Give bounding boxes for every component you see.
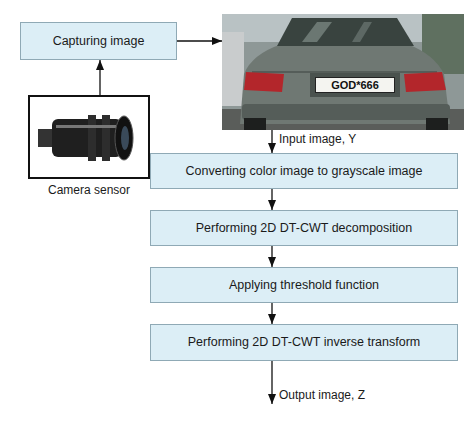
camera-body [52,119,122,157]
lens-ring [102,115,110,161]
body-highlight [56,125,116,128]
box-label: Performing 2D DT-CWT decomposition [196,221,413,236]
output-arrow [271,361,272,404]
wheel [426,118,448,130]
lens-ring [88,115,96,161]
wheel [244,118,266,130]
parked-car [222,32,244,106]
process-box: Converting color image to grayscale imag… [150,153,458,189]
lens-glass [121,126,129,150]
plate-holder [310,73,400,97]
photo-frame: Camera sensor [28,95,150,179]
car-body [240,44,450,124]
box-label: Applying threshold function [229,278,379,293]
process-box: Performing 2D DT-CWT decomposition [150,210,458,246]
window-reflection [352,22,372,42]
flow-arrow [99,60,100,95]
edge-label: Input image, Y [279,132,356,146]
photo-background [222,14,464,130]
tail-light [404,72,446,92]
box-label: Converting color image to grayscale imag… [186,164,423,179]
lens-front [115,116,133,160]
flow-arrow [271,246,272,267]
trunk-line [252,71,437,73]
flow-arrow [271,189,272,210]
rear-window [277,18,414,46]
process-box: Capturing image [20,22,177,60]
photo-background [30,97,148,177]
process-box: Performing 2D DT-CWT inverse transform [150,324,458,361]
camera-photo [30,97,148,177]
output-label: Output image, Z [279,388,365,402]
photo-caption: Camera sensor [48,183,130,197]
camera-connector [38,129,54,147]
process-box: Applying threshold function [150,267,458,303]
flow-arrow [177,40,222,41]
car-photo [222,14,464,130]
box-label: Capturing image [53,34,145,49]
photo-frame: GOD*666 [222,14,464,130]
tail-light [244,72,284,92]
bumper [242,104,450,120]
flow-arrow [271,303,272,324]
plate-text: GOD*666 [315,77,395,93]
flow-arrow [271,130,272,153]
window-reflection [302,22,332,42]
box-label: Performing 2D DT-CWT inverse transform [188,335,420,350]
